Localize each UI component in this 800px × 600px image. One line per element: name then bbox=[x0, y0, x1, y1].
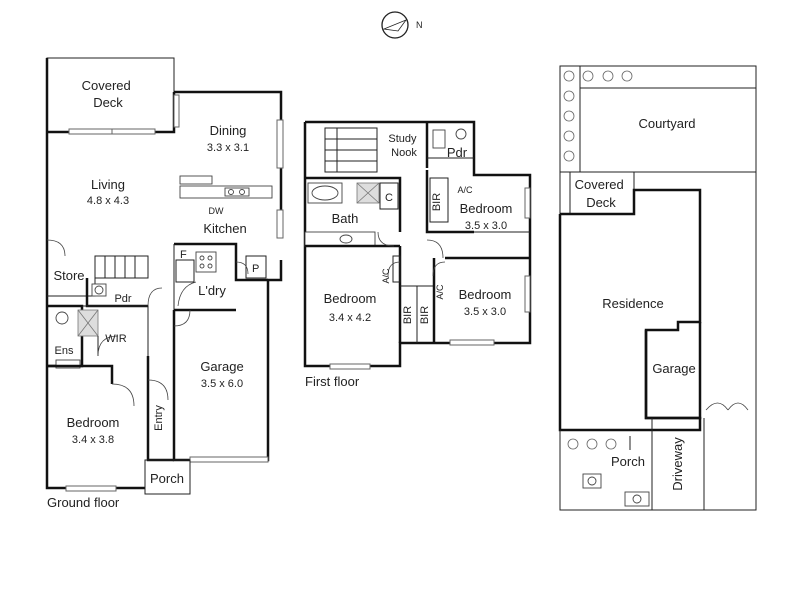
site-porch-label: Porch bbox=[611, 454, 645, 469]
ff-bedroom3-dim: 3.5 x 3.0 bbox=[464, 306, 506, 318]
ff-bir2-label: BIR bbox=[402, 306, 414, 324]
gf-powder-label: Pdr bbox=[114, 293, 131, 305]
gf-laundry-label: L'dry bbox=[198, 283, 226, 298]
ff-ac1-label: A/C bbox=[457, 185, 473, 195]
ff-study-label: Study Nook bbox=[388, 133, 419, 159]
gf-dining-label: Dining bbox=[210, 123, 247, 138]
ff-bedroom1-dim: 3.5 x 3.0 bbox=[465, 220, 507, 232]
gf-dw-label: DW bbox=[209, 206, 224, 216]
gf-bedroom-label: Bedroom bbox=[67, 415, 120, 430]
site-garage-label: Garage bbox=[652, 361, 695, 376]
site-residence-label: Residence bbox=[602, 296, 663, 311]
ff-cupboard-label: C bbox=[385, 192, 393, 204]
ff-powder-label: Pdr bbox=[447, 145, 468, 160]
gf-pantry-label: P bbox=[252, 263, 259, 275]
ff-bedroom1-label: Bedroom bbox=[460, 201, 513, 216]
gf-store-label: Store bbox=[53, 268, 84, 283]
gf-living-dim: 4.8 x 4.3 bbox=[87, 195, 129, 207]
compass-icon bbox=[381, 11, 409, 39]
site-covered-deck-label: Covered Deck bbox=[575, 177, 628, 210]
site-plan bbox=[558, 65, 757, 511]
ff-title: First floor bbox=[305, 374, 360, 389]
gf-title: Ground floor bbox=[47, 495, 120, 510]
ff-bedroom3-label: Bedroom bbox=[459, 287, 512, 302]
ff-ac2-label: A/C bbox=[381, 268, 391, 284]
first-floor-plan bbox=[303, 120, 532, 370]
gf-garage-label: Garage bbox=[200, 359, 243, 374]
gf-covered-deck-label: Covered Deck bbox=[82, 78, 135, 110]
site-driveway-label: Driveway bbox=[670, 437, 685, 491]
gf-fridge-label: F bbox=[180, 249, 187, 261]
ff-bir3-label: BIR bbox=[419, 306, 431, 324]
gf-dining-dim: 3.3 x 3.1 bbox=[207, 142, 249, 154]
gf-living-label: Living bbox=[91, 177, 125, 192]
gf-wir-label: WIR bbox=[105, 333, 126, 345]
gf-ensuite-label: Ens bbox=[55, 345, 74, 357]
gf-entry-label: Entry bbox=[153, 405, 165, 431]
gf-bedroom-dim: 3.4 x 3.8 bbox=[72, 434, 114, 446]
ff-bedroom2-dim: 3.4 x 4.2 bbox=[329, 312, 371, 324]
gf-garage-dim: 3.5 x 6.0 bbox=[201, 378, 243, 390]
ff-ac3-label: A/C bbox=[435, 284, 445, 300]
site-courtyard-label: Courtyard bbox=[638, 116, 695, 131]
ground-floor-plan bbox=[45, 57, 284, 495]
gf-porch-label: Porch bbox=[150, 471, 184, 486]
gf-kitchen-label: Kitchen bbox=[203, 221, 246, 236]
ff-bedroom2-label: Bedroom bbox=[324, 291, 377, 306]
compass-north-label: N bbox=[416, 20, 423, 30]
ff-bir1-label: BIR bbox=[431, 193, 443, 211]
ff-bath-label: Bath bbox=[332, 211, 359, 226]
